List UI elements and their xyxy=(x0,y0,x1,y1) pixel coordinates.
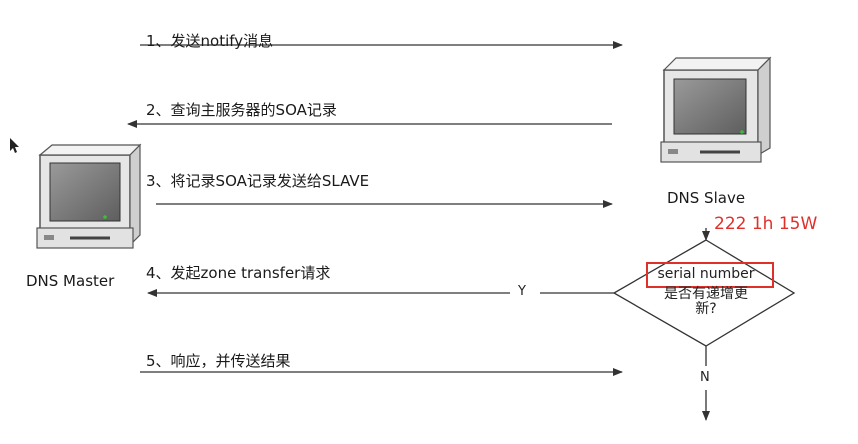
step4-label: 4、发起zone transfer请求 xyxy=(146,264,331,282)
serial-annotation: 222 1h 15W xyxy=(714,214,818,234)
dns-slave-label: DNS Slave xyxy=(667,189,746,207)
dns-master-computer-icon xyxy=(36,143,142,249)
decision-line2: 是否有递增更 xyxy=(664,286,748,302)
decision-line3: 新? xyxy=(695,301,717,317)
decision-no-label: N xyxy=(700,370,710,385)
step2-label: 2、查询主服务器的SOA记录 xyxy=(146,101,337,119)
step3-label: 3、将记录SOA记录发送给SLAVE xyxy=(146,172,370,190)
decision-yes-label: Y xyxy=(518,284,526,299)
mouse-cursor-icon xyxy=(10,138,19,153)
dns-master-label: DNS Master xyxy=(26,272,115,290)
step1-label: 1、发送notify消息 xyxy=(146,32,274,50)
decision-line1: serial number xyxy=(657,266,755,282)
dns-slave-computer-icon xyxy=(660,56,772,163)
serial-number-highlight-box xyxy=(646,262,774,288)
step5-label: 5、响应，并传送结果 xyxy=(146,352,291,370)
